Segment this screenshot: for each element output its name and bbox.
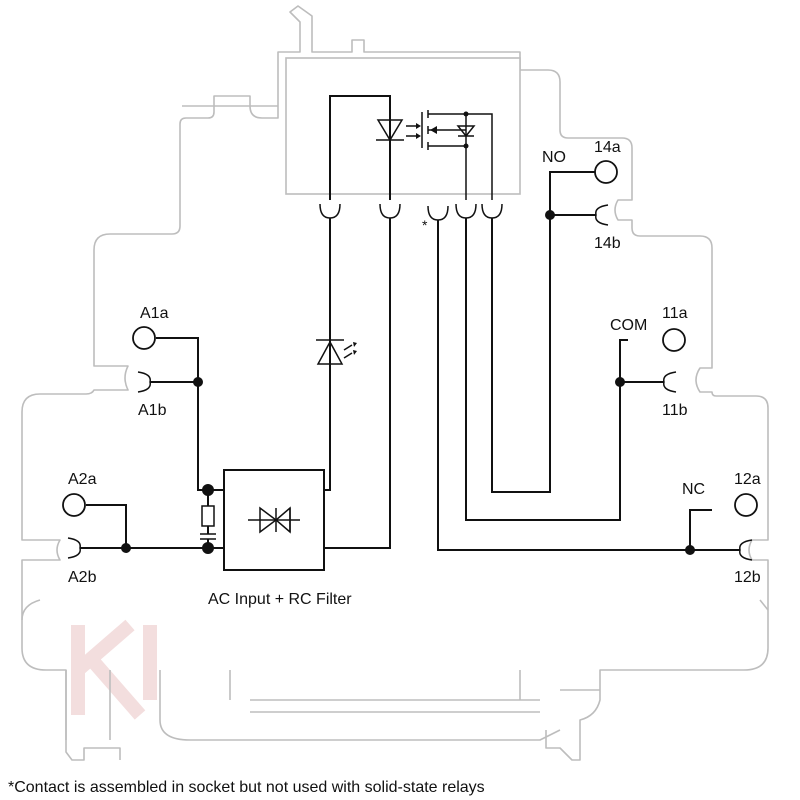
junction-dots [121, 210, 695, 555]
watermark-logo [71, 619, 157, 720]
input-block-caption: AC Input + RC Filter [208, 591, 352, 608]
label-14b: 14b [594, 235, 621, 252]
label-a2a: A2a [68, 471, 97, 488]
terminal-11a-icon [662, 328, 686, 352]
label-12b: 12b [734, 569, 761, 586]
label-com-contact: COM [610, 317, 647, 334]
module-pins [319, 203, 503, 221]
label-14a: 14a [594, 139, 621, 156]
label-no-contact: NO [542, 149, 566, 166]
terminal-a2b-icon [67, 537, 81, 559]
terminal-11b-icon [663, 371, 677, 393]
socket-housing-outline [21, 5, 769, 761]
terminal-14b-icon [595, 204, 609, 226]
relay-module-box [285, 57, 521, 195]
terminal-a1b-icon [137, 371, 151, 393]
label-11b: 11b [662, 402, 688, 419]
terminal-a1a-icon [132, 326, 156, 350]
label-a1b: A1b [138, 402, 167, 419]
status-led-icon [316, 339, 357, 365]
input-rectifier-block [223, 469, 325, 571]
label-11a: 11a [662, 305, 688, 322]
terminal-14a-icon [594, 160, 618, 184]
label-12a: 12a [734, 471, 761, 488]
terminal-12a-icon [734, 493, 758, 517]
terminal-circles [62, 160, 758, 517]
mosfet-output-icon [421, 110, 493, 200]
label-a2b: A2b [68, 569, 97, 586]
terminal-a2a-icon [62, 493, 86, 517]
optocoupler-led-icon [329, 95, 421, 200]
terminal-hooks [67, 204, 753, 561]
footnote: *Contact is assembled in socket but not … [8, 779, 485, 796]
label-nc-contact: NC [682, 481, 705, 498]
unused-contact-asterisk: * [422, 217, 428, 233]
label-a1a: A1a [140, 305, 169, 322]
terminal-12b-icon [739, 539, 753, 561]
